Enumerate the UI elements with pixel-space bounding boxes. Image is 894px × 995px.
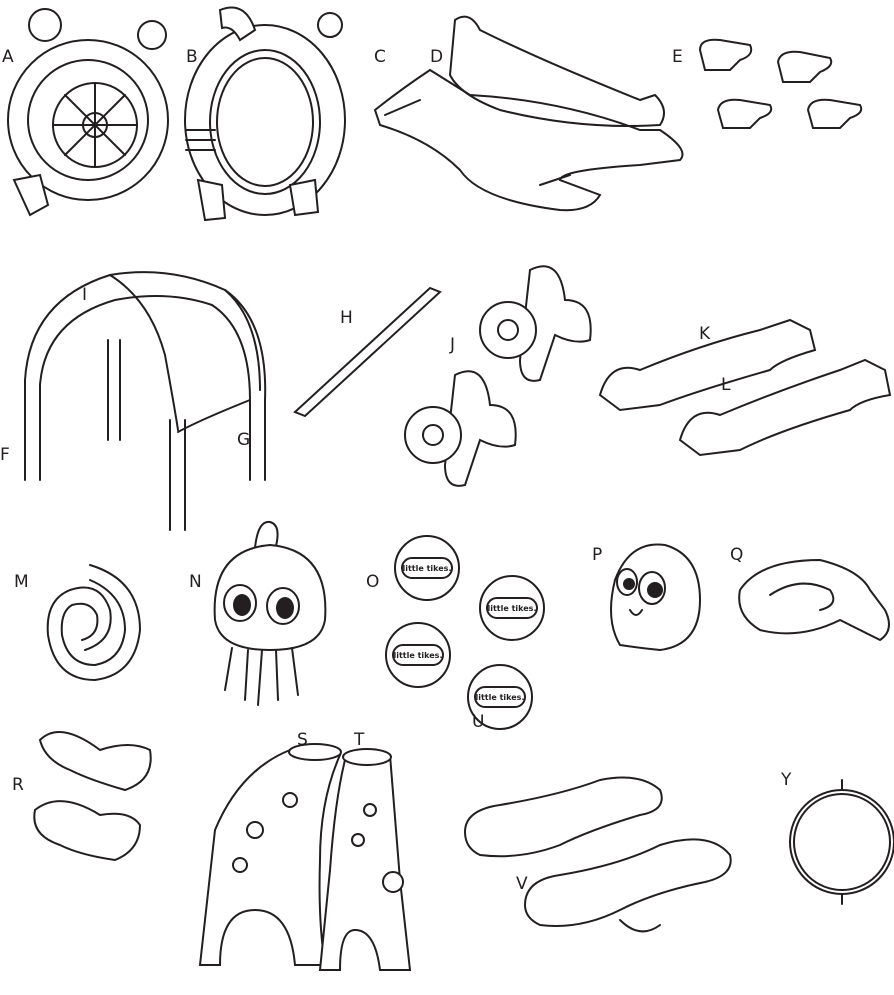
label-d: D	[430, 47, 443, 67]
logo-sticker: little tikes.	[394, 535, 460, 601]
part-i-canopy-frame	[24, 271, 267, 531]
part-u-v-steps	[463, 776, 732, 933]
svg-text:little tikes.: little tikes.	[476, 693, 525, 702]
logo-sticker: little tikes.	[467, 664, 533, 730]
part-n-jellyfish	[213, 520, 327, 706]
label-b: B	[186, 47, 198, 67]
label-q: Q	[730, 545, 743, 565]
part-a-porthole-wheel	[7, 8, 169, 217]
part-b-porthole-ring	[184, 6, 346, 222]
part-q-tentacle	[738, 558, 890, 642]
label-n: N	[189, 572, 202, 592]
label-i: I	[82, 285, 87, 305]
label-l: L	[721, 375, 731, 395]
part-y-ring	[789, 779, 894, 905]
logo-sticker: little tikes.	[479, 575, 545, 641]
svg-text:little tikes.: little tikes.	[403, 564, 452, 573]
label-t: T	[353, 730, 365, 750]
part-o-logo-stickers: little tikes. little tikes. little tikes…	[385, 535, 545, 730]
svg-text:little tikes.: little tikes.	[394, 651, 443, 660]
label-r: R	[12, 775, 24, 795]
label-a: A	[2, 47, 14, 67]
label-s: S	[297, 730, 308, 750]
label-u: U	[472, 712, 484, 732]
label-e: E	[672, 47, 683, 67]
label-j: J	[449, 335, 455, 355]
label-v: V	[516, 874, 528, 894]
label-g: G	[237, 430, 250, 450]
label-k: K	[699, 324, 711, 344]
label-o: O	[366, 572, 379, 592]
part-h-strip	[293, 286, 442, 418]
logo-sticker: little tikes.	[385, 622, 451, 688]
label-c: C	[374, 47, 386, 67]
label-m: M	[14, 572, 29, 592]
part-j-handles	[404, 265, 592, 487]
label-y: Y	[780, 770, 792, 790]
part-s-t-legs	[198, 743, 412, 971]
part-e-clips	[698, 38, 863, 129]
label-f: F	[0, 445, 10, 465]
label-h: H	[340, 308, 353, 328]
part-r-tentacle-clips	[33, 731, 152, 862]
part-p-octopus-face	[610, 543, 702, 652]
part-c-d-bases	[373, 15, 684, 212]
label-p: P	[592, 545, 602, 565]
part-k-l-rails	[598, 318, 892, 457]
svg-text:little tikes.: little tikes.	[488, 604, 537, 613]
part-m-spiral	[46, 564, 141, 681]
